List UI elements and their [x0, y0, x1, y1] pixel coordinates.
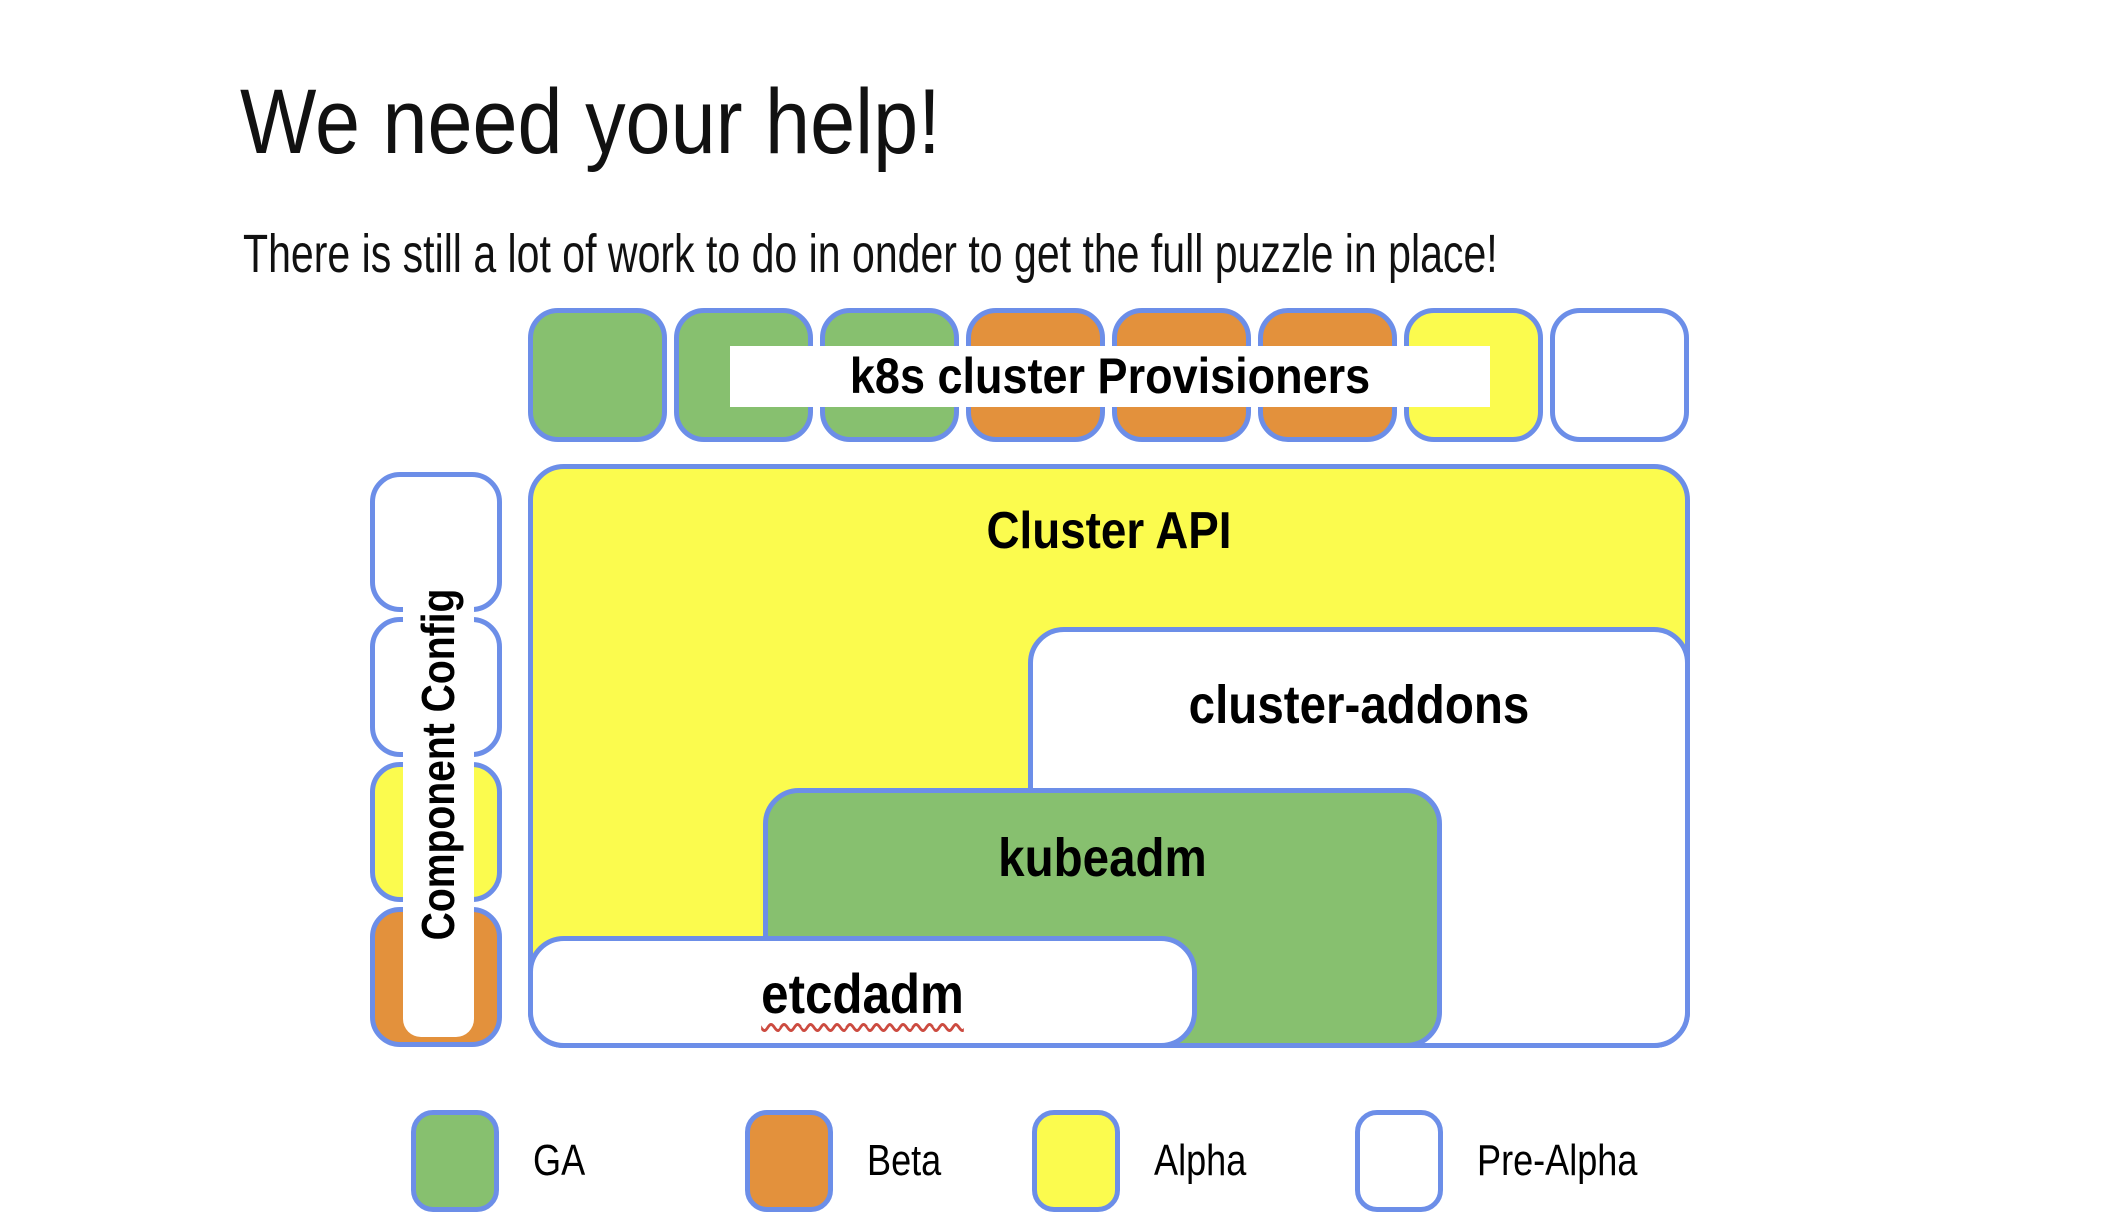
component-config-label: Component Config: [412, 588, 464, 941]
kubeadm-label: kubeadm: [998, 828, 1207, 888]
legend-swatch-alpha: [1032, 1110, 1120, 1212]
legend-item-alpha: Alpha: [1032, 1110, 1267, 1212]
cluster-api-label: Cluster API: [986, 502, 1232, 560]
legend-swatch-pre-alpha: [1355, 1110, 1443, 1212]
provisioner-square-ga: [528, 308, 667, 442]
legend-label-pre-alpha: Pre-Alpha: [1477, 1136, 1638, 1185]
slide-title: We need your help!: [240, 70, 941, 173]
legend-label-beta: Beta: [867, 1136, 942, 1185]
provisioner-square-pre-alpha: [1550, 308, 1689, 442]
etcdadm-label: etcdadm: [573, 961, 1153, 1026]
component-config-label-box: [403, 492, 474, 1037]
legend: GA Beta Alpha Pre-Alpha: [0, 1110, 2126, 1212]
legend-label-ga: GA: [533, 1136, 586, 1185]
legend-item-pre-alpha: Pre-Alpha: [1355, 1110, 1673, 1212]
legend-swatch-ga: [411, 1110, 499, 1212]
etcdadm-box: etcdadm: [528, 936, 1197, 1048]
legend-swatch-beta: [745, 1110, 833, 1212]
etcdadm-misspelled-text: etcdadm: [761, 962, 964, 1025]
cluster-addons-label: cluster-addons: [1188, 675, 1530, 735]
legend-item-ga: GA: [411, 1110, 597, 1212]
provisioners-label-box: k8s cluster Provisioners: [730, 346, 1490, 407]
legend-label-alpha: Alpha: [1154, 1136, 1247, 1185]
legend-item-beta: Beta: [745, 1110, 958, 1212]
provisioners-label: k8s cluster Provisioners: [849, 348, 1371, 404]
slide-subtitle: There is still a lot of work to do in on…: [243, 224, 1498, 284]
